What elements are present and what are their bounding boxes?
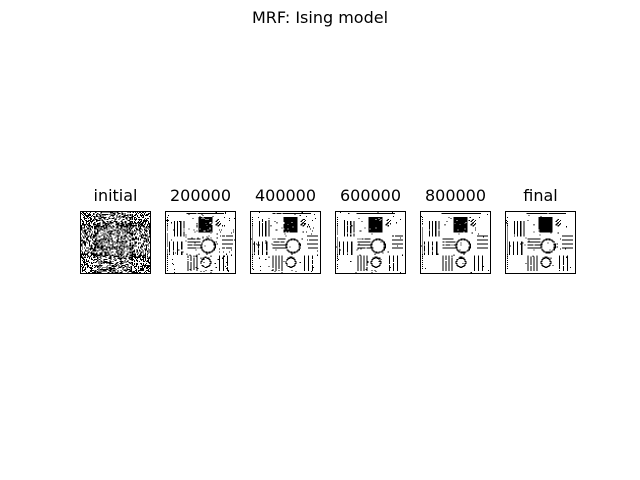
figure-title: MRF: Ising model bbox=[251, 8, 389, 27]
panel-frame bbox=[165, 211, 236, 274]
panel-svg-final bbox=[505, 211, 576, 274]
panel-frame bbox=[420, 211, 491, 274]
pixel-layer bbox=[421, 213, 491, 274]
panel-title-600000: 600000 bbox=[339, 186, 402, 205]
panel-title-400000: 400000 bbox=[254, 186, 317, 205]
panel-frame bbox=[505, 211, 576, 274]
pixel-layer bbox=[250, 211, 321, 274]
panel-frame bbox=[80, 211, 151, 274]
panel-svg-600000 bbox=[335, 211, 406, 274]
pixel-layer bbox=[506, 213, 573, 272]
pixel-layer bbox=[165, 211, 236, 274]
panel-image-final bbox=[505, 211, 576, 274]
panel-svg-initial bbox=[80, 211, 151, 274]
panel-image-400000 bbox=[250, 211, 321, 274]
panel-svg-400000 bbox=[250, 211, 321, 274]
panel-image-800000 bbox=[420, 211, 491, 274]
pixel-layer bbox=[335, 212, 406, 274]
panel-svg-200000 bbox=[165, 211, 236, 274]
panel-image-initial bbox=[80, 211, 151, 274]
panel-title-200000: 200000 bbox=[169, 186, 232, 205]
panel-frame bbox=[335, 211, 406, 274]
panel-title-initial: initial bbox=[93, 186, 138, 205]
panel-frame bbox=[250, 211, 321, 274]
pixel-layer bbox=[80, 211, 151, 274]
panel-svg-800000 bbox=[420, 211, 491, 274]
panel-title-800000: 800000 bbox=[424, 186, 487, 205]
panel-image-200000 bbox=[165, 211, 236, 274]
panel-image-600000 bbox=[335, 211, 406, 274]
panel-title-final: final bbox=[523, 186, 558, 205]
